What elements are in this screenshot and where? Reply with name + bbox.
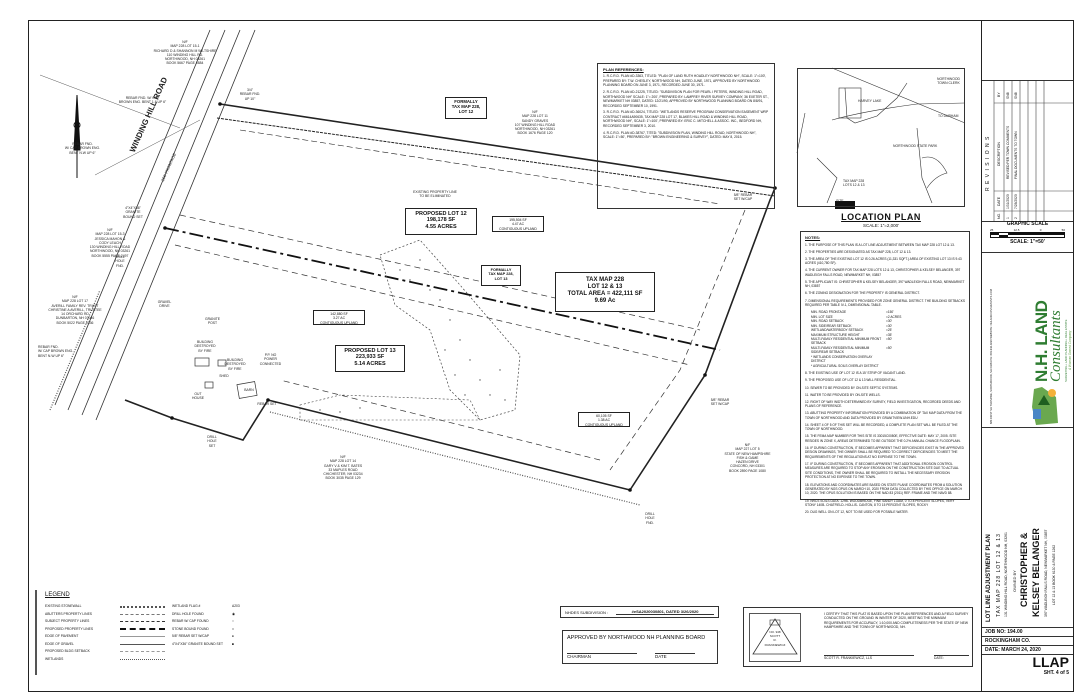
rebar-callout: 3/4" REBAR FND. UP 10": [239, 88, 261, 101]
rebar-set-label: REBAR SET: [257, 402, 277, 406]
legend-item: REBAR W/ CAP FOUND○: [172, 619, 234, 624]
formally-lot-13-label: FORMALLY TAX MAP 228, LOT 13: [481, 265, 521, 286]
legend-item: DRILL HOLE FOUND◉: [172, 611, 235, 616]
surveyor-signature-line: SCOTT R. FRANKIEWICZ, LLS: [824, 655, 914, 660]
company-name-line2: Consultants: [1048, 310, 1064, 382]
contiguous-upland-b: 142,880 SF 3.27 Ac CONTIGUOUS UPLAND: [313, 310, 365, 325]
legend-item: EXISTING STONEWALL: [45, 603, 165, 611]
granite-post-label: GRANITE POST: [204, 317, 221, 326]
legend-item: PROPOSED BLDG SETBACK: [45, 648, 165, 656]
building-destroyed-label: BUILDING DESTROYED BY FIRE: [194, 340, 216, 353]
contiguous-upland-c: 60,105 SF 1.38 Ac CONTIGUOUS UPLAND: [578, 412, 630, 427]
legend-item: PROPOSED PROPERTY LINES: [45, 626, 165, 634]
county: ROCKINGHAM CO.: [982, 637, 1073, 646]
outhouse-label: OUT HOUSE: [191, 392, 205, 401]
abutter-label: N/F MAP 228 LOT 15-1 RICHARD D & SHANNON…: [153, 40, 217, 66]
rebar-callout: REBAR FND. W/ CAP BROWN ENG. BENT 1.6 UP…: [118, 96, 167, 105]
rebar-callout: REBAR FND. W/ CAP BROWN ENG. BENT N.W UP…: [38, 345, 74, 358]
project-title-block: LOT LINE ADJUSTMENT PLAN TAX MAP 228 LOT…: [986, 528, 1056, 622]
abutter-label: N/F MAP 228 LOT 15-3 JESSICA MAHON & COD…: [89, 228, 131, 258]
abutter-label: N/F MAP 228 LOT 17 AVERILL FAMILY REV. T…: [48, 295, 102, 325]
surveyor-date-line: DATE:: [934, 655, 969, 660]
owner-name: CHRISTOPHER &: [1019, 532, 1029, 607]
legend-item: SUBJECT PROPERTY LINES: [45, 618, 165, 626]
notes-panel: NOTES: 1. THE PURPOSE OF THIS PLAN IS A …: [800, 231, 970, 514]
proposed-lot-12-label: PROPOSED LOT 12 198,178 SF 4.55 ACRES: [405, 208, 477, 235]
location-plan-title: LOCATION PLAN: [841, 212, 921, 222]
sheet-number: SHT. 4 of 5: [1043, 670, 1069, 677]
legend-item: EDGE OF PAVEMENT: [45, 633, 165, 641]
proposed-lot-13-label: PROPOSED LOT 13 223,933 SF 5.14 ACRES: [335, 345, 405, 372]
surveyor-stamp: No. 948 SCOTT R. FRANKIEWICZ: [749, 613, 801, 662]
existing-line-callout: EXISTING PROPERTY LINE TO BE ELIMINATED: [413, 190, 457, 199]
legend-item: WETLANDS: [45, 656, 165, 664]
dimensional-table: MIN. ROAD FRONTAGE=150' MIN. LOT SIZE=2 …: [811, 310, 902, 368]
abutter-label: N/F MAP 227 LOT 5 STATE OF NEW HAMPSHIRE…: [724, 443, 771, 473]
contiguous-upland-a: 195,504 SF 4.47 Ac CONTIGUOUS UPLAND: [492, 216, 544, 232]
barn-label: BARN: [244, 388, 254, 392]
revision-row: 2: [1014, 217, 1018, 219]
job-number: JOB NO: 194.00: [982, 628, 1073, 637]
surveyor-certification-box: No. 948 SCOTT R. FRANKIEWICZ I CERTIFY T…: [743, 607, 973, 667]
legend-item: WETLAND FLAG #A203: [172, 604, 240, 609]
chairman-signature-line: CHAIRMAN: [567, 653, 637, 659]
legend-item: ABUTTERS PROPERTY LINES: [45, 611, 165, 619]
plan-references-panel: PLAN REFERENCES: 1. R.C.R.D. PLAN #D-336…: [597, 63, 775, 209]
rebar-set-callout: 5/8" REBAR SET W/CAP: [733, 193, 753, 202]
drawing-sheet-border: [28, 20, 1074, 692]
revision-row: 1: [1006, 217, 1010, 219]
title-block: R E V I S I O N S NO. DATE DESCRIPTION B…: [981, 20, 1074, 692]
legend-panel: LEGEND EXISTING STONEWALL ABUTTERS PROPE…: [35, 590, 250, 675]
rebar-set-callout: 5/8" REBAR SET W/CAP: [710, 398, 730, 407]
abutter-label: N/F MAP 228 LOT 14 GARY V & KIM T. BATES…: [323, 455, 363, 481]
rebar-callout: REBAR FND. W/ CAP BROWN ENG. BENT N.W UP…: [64, 142, 101, 155]
gravel-drive-label: GRAVEL DRIVE: [157, 300, 172, 309]
granite-bound-callout: 4"x4"x36" GRANITE BOUND SET: [123, 206, 143, 219]
formally-lot-12-label: FORMALLY TAX MAP 228, LOT 12: [445, 97, 487, 119]
revisions-table: R E V I S I O N S NO. DATE DESCRIPTION B…: [982, 80, 1073, 222]
legend-item: EDGE OF GRAVEL: [45, 641, 165, 649]
drill-hole-callout: DRILL HOLE SET: [207, 435, 217, 448]
building-destroyed-label: BUILDING DESTROYED BY FIRE: [224, 358, 246, 371]
nhdes-subdivision-box: NHDES SUBDIVISION : #eSA2020030801, DATE…: [560, 606, 719, 618]
nh-state-logo-icon: [1032, 387, 1058, 425]
location-plan-map: HARVEY LAKE NORTHWOOD TOWN CLERK TO DURH…: [797, 68, 965, 207]
sheet-code: LLAP: [1032, 654, 1069, 670]
abutter-label: N/F MAP 228 LOT 11 SANDY GRAVES 107 WIND…: [514, 110, 556, 136]
company-logo-block: N.H. LAND Consultants SURVEYING • LAND P…: [982, 252, 1073, 428]
job-info-block: JOB NO: 194.00 ROCKINGHAM CO. DATE: MARC…: [982, 627, 1073, 693]
location-plan-scale: SCALE: 1"=2,000': [862, 223, 900, 228]
plan-date: DATE: MARCH 24, 2020: [982, 646, 1073, 655]
drill-hole-callout: DRILL HOLE FND.: [645, 512, 655, 525]
power-pole-label: P.P. NO POWER CONNECTED: [259, 353, 282, 366]
total-area-label: TAX MAP 228 LOT 12 & 13 TOTAL AREA = 422…: [555, 272, 655, 312]
drill-hole-callout: DRILL HOLE FND.: [115, 255, 125, 268]
legend-item: 4"x4"x36" GRANITE BOUND SET■: [172, 641, 234, 646]
shed-label: SHED: [219, 374, 229, 378]
legend-item: STONE BOUND FOUND□: [172, 626, 234, 631]
planning-board-approval-box: APPROVED BY NORTHWOOD NH PLANNING BOARD …: [562, 630, 718, 664]
legend-item: 5/8" REBAR SET W/CAP●: [172, 634, 234, 639]
company-address: 683 FIRST NH TURNPIKE, NORTHWOOD, NH 032…: [990, 289, 993, 424]
date-signature-line: DATE: [655, 653, 695, 659]
owner-name: KELSEY BELANGER: [1031, 528, 1041, 617]
